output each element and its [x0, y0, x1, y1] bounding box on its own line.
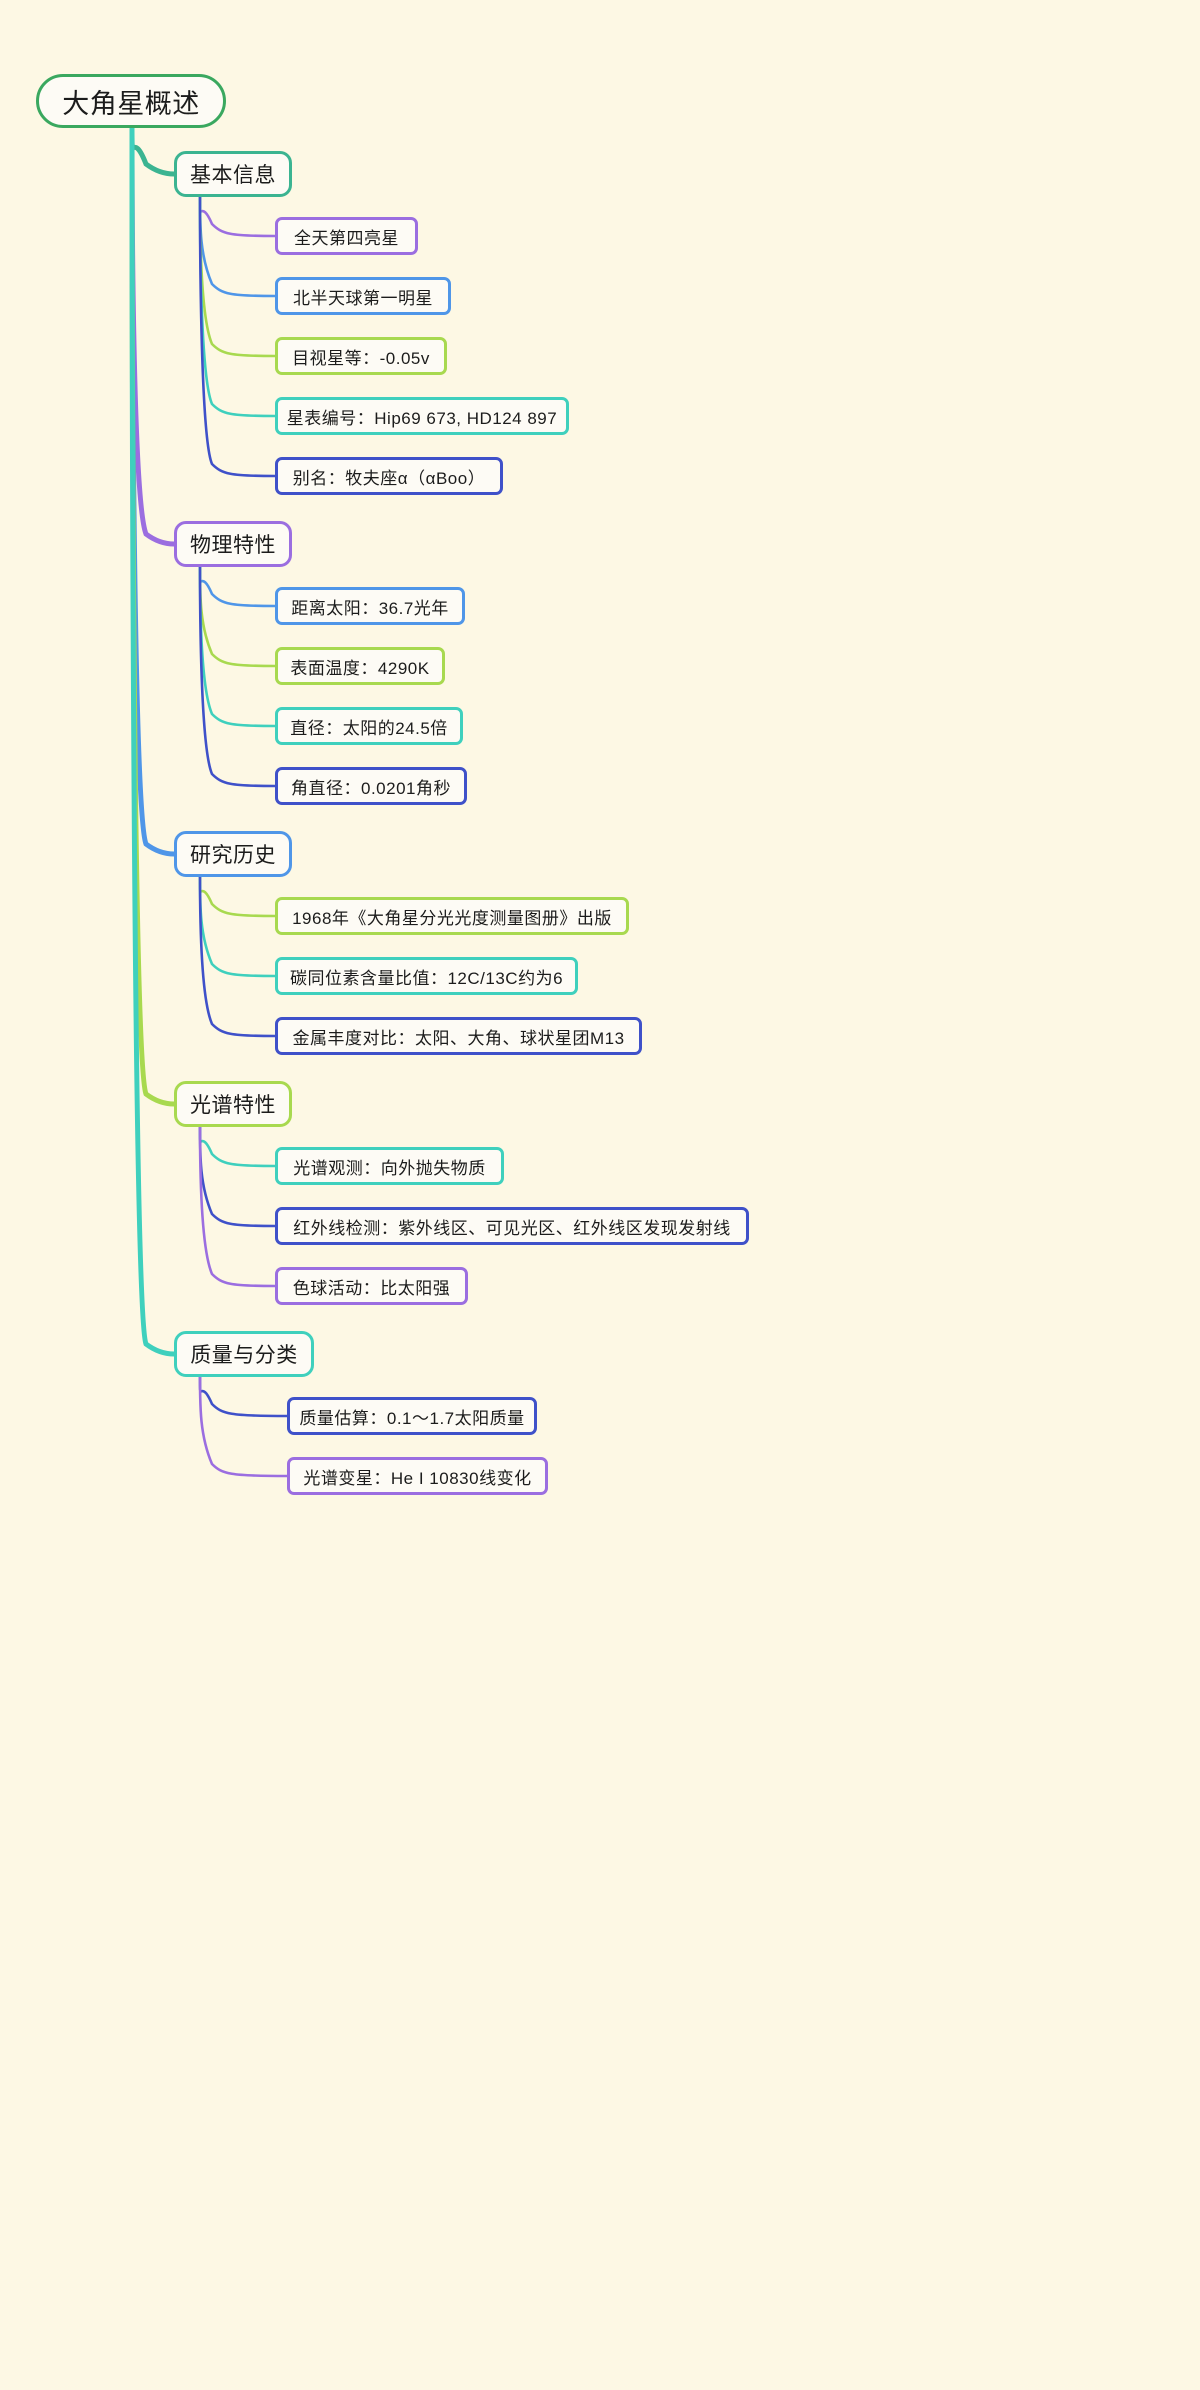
- connector-edge: [198, 195, 277, 298]
- branch-node-5[interactable]: 质量与分类: [174, 1331, 314, 1377]
- leaf-node-3-1[interactable]: 1968年《大角星分光光度测量图册》出版: [275, 897, 629, 935]
- branch-node-1[interactable]: 基本信息: [174, 151, 292, 197]
- connector-edge: [198, 875, 277, 978]
- connector-edge: [198, 195, 277, 478]
- leaf-node-2-2[interactable]: 表面温度：4290K: [275, 647, 445, 685]
- connector-edge: [198, 1125, 277, 1288]
- leaf-node-1-3[interactable]: 目视星等：-0.05v: [275, 337, 447, 375]
- root-node[interactable]: 大角星概述: [36, 74, 226, 128]
- connector-edge: [129, 125, 177, 177]
- leaf-node-2-3[interactable]: 直径：太阳的24.5倍: [275, 707, 463, 745]
- connector-edge: [129, 125, 177, 857]
- connector-edge: [129, 125, 177, 1357]
- branch-node-2[interactable]: 物理特性: [174, 521, 292, 567]
- connector-edge: [198, 565, 277, 788]
- connector-edge: [129, 125, 177, 1107]
- connector-edge: [198, 195, 277, 418]
- leaf-node-1-5[interactable]: 别名：牧夫座α（αBoo）: [275, 457, 503, 495]
- connector-edge: [129, 125, 177, 547]
- branch-node-3[interactable]: 研究历史: [174, 831, 292, 877]
- connector-edge: [198, 875, 277, 1038]
- connector-edge: [198, 565, 277, 668]
- leaf-node-5-1[interactable]: 质量估算：0.1～1.7太阳质量: [287, 1397, 537, 1435]
- connector-edge: [198, 1375, 289, 1418]
- connector-edge: [198, 1375, 289, 1478]
- leaf-node-5-2[interactable]: 光谱变星：He I 10830线变化: [287, 1457, 548, 1495]
- leaf-node-2-1[interactable]: 距离太阳：36.7光年: [275, 587, 465, 625]
- leaf-node-4-1[interactable]: 光谱观测：向外抛失物质: [275, 1147, 504, 1185]
- connector-edge: [198, 195, 277, 238]
- connector-edge: [198, 565, 277, 608]
- connector-edge: [198, 1125, 277, 1228]
- leaf-node-4-3[interactable]: 色球活动：比太阳强: [275, 1267, 468, 1305]
- leaf-node-3-2[interactable]: 碳同位素含量比值：12C/13C约为6: [275, 957, 578, 995]
- branch-node-4[interactable]: 光谱特性: [174, 1081, 292, 1127]
- leaf-node-1-1[interactable]: 全天第四亮星: [275, 217, 418, 255]
- leaf-node-1-2[interactable]: 北半天球第一明星: [275, 277, 451, 315]
- connector-edge: [198, 1125, 277, 1168]
- leaf-node-3-3[interactable]: 金属丰度对比：太阳、大角、球状星团M13: [275, 1017, 642, 1055]
- leaf-node-4-2[interactable]: 红外线检测：紫外线区、可见光区、红外线区发现发射线: [275, 1207, 749, 1245]
- connector-edge: [198, 875, 277, 918]
- connector-edge: [198, 195, 277, 358]
- connector-edge: [198, 565, 277, 728]
- leaf-node-1-4[interactable]: 星表编号：Hip69 673, HD124 897: [275, 397, 569, 435]
- leaf-node-2-4[interactable]: 角直径：0.0201角秒: [275, 767, 467, 805]
